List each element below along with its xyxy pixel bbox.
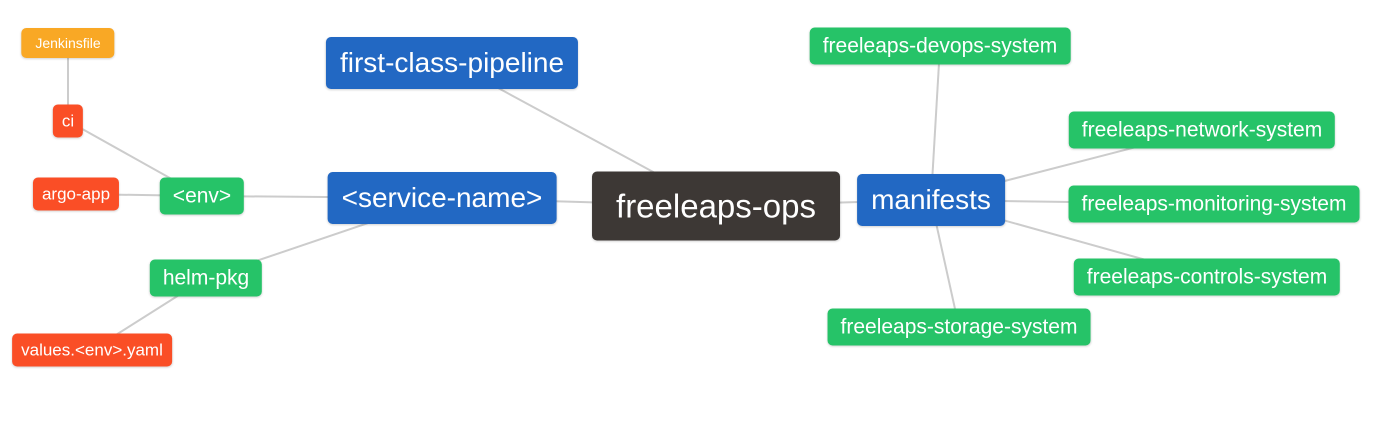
node-freeleaps-controls-system[interactable]: freeleaps-controls-system xyxy=(1073,258,1341,296)
node-freeleaps-devops-system[interactable]: freeleaps-devops-system xyxy=(809,27,1071,65)
node-freeleaps-monitoring-system[interactable]: freeleaps-monitoring-system xyxy=(1068,185,1360,223)
node-freeleaps-network-system[interactable]: freeleaps-network-system xyxy=(1068,111,1336,149)
node-first-class-pipeline[interactable]: first-class-pipeline xyxy=(325,37,579,89)
node-service-name[interactable]: <service-name> xyxy=(327,172,557,224)
node-argo-app[interactable]: argo-app xyxy=(32,177,120,211)
node-values-env-yaml[interactable]: values.<env>.yaml xyxy=(12,333,172,367)
node-manifests[interactable]: manifests xyxy=(857,174,1005,226)
node-freeleaps-storage-system[interactable]: freeleaps-storage-system xyxy=(827,308,1091,346)
node-env[interactable]: <env> xyxy=(159,177,245,215)
node-jenkinsfile[interactable]: Jenkinsfile xyxy=(21,28,115,58)
node-freeleaps-ops[interactable]: freeleaps-ops xyxy=(592,171,840,241)
node-helm-pkg[interactable]: helm-pkg xyxy=(149,259,263,297)
node-ci[interactable]: ci xyxy=(52,104,84,138)
